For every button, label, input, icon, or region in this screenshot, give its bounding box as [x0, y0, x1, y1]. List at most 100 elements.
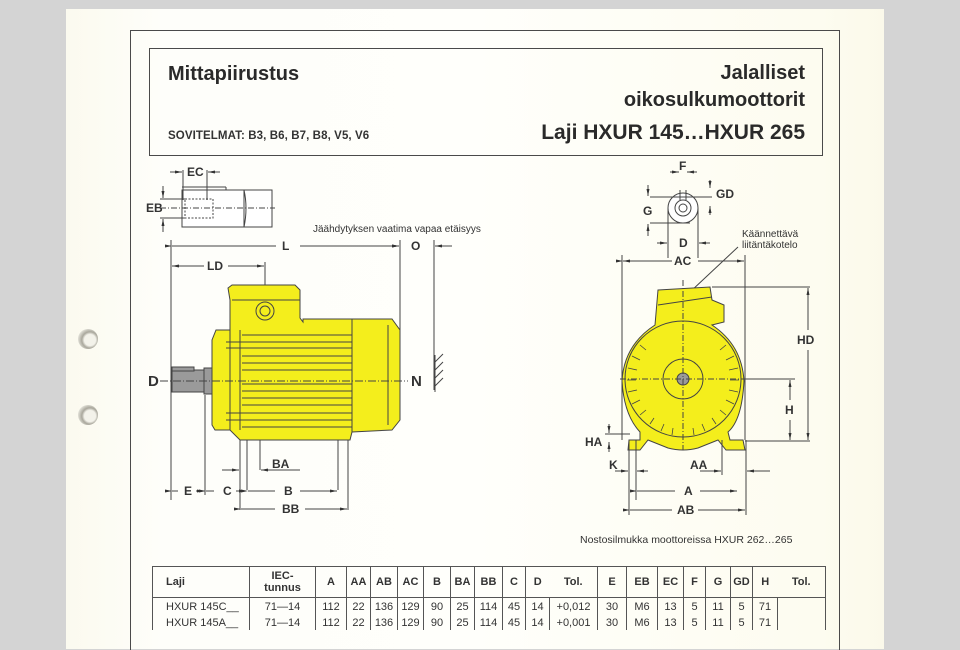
cell-h-tol — [777, 614, 826, 630]
cell-d-tol: +0,001 — [549, 614, 598, 630]
dim-label-d-end: D — [679, 236, 688, 250]
col-header-d-tol: Tol. — [549, 566, 598, 598]
cell-h: 71 — [752, 614, 778, 630]
drawing-frame — [130, 30, 840, 650]
mountings-label: SOVITELMAT: B3, B6, B7, B8, V5, V6 — [168, 130, 370, 142]
cell-h: 71 — [752, 597, 778, 614]
cell-bb: 114 — [474, 597, 503, 614]
cell-d: 14 — [525, 597, 550, 614]
table-header-row: Laji IEC-tunnus A AA AB AC B BA BB C D T… — [152, 566, 826, 598]
cell-d-tol: +0,012 — [549, 597, 598, 614]
dimension-drawing — [160, 170, 810, 515]
cell-a: 112 — [315, 614, 347, 630]
cell-ec: 13 — [657, 597, 684, 614]
dim-label-ab: AB — [677, 503, 695, 517]
punch-hole-icon — [78, 329, 98, 349]
cell-ba: 25 — [450, 597, 475, 614]
cell-eb: M6 — [626, 597, 658, 614]
cell-c: 45 — [502, 614, 526, 630]
cell-d: 14 — [525, 614, 550, 630]
title-block: Mittapiirustus SOVITELMAT: B3, B6, B7, B… — [149, 48, 823, 156]
cell-h-tol — [777, 597, 826, 614]
table-row: HXUR 145A__ 71—14 112 22 136 129 90 25 1… — [152, 614, 826, 630]
cell-laji: HXUR 145A__ — [152, 614, 250, 630]
cell-e: 30 — [597, 597, 627, 614]
dim-label-h: H — [785, 403, 794, 417]
cell-iec: 71—14 — [249, 614, 316, 630]
col-header-b: B — [423, 566, 451, 598]
col-header-d: D — [525, 566, 550, 598]
dim-label-k: K — [609, 458, 618, 472]
cooling-clearance-note: Jäähdytyksen vaatima vapaa etäisyys — [313, 224, 481, 235]
col-header-iec-line1: IEC- — [271, 569, 294, 582]
cell-c: 45 — [502, 597, 526, 614]
dim-label-g: G — [643, 204, 653, 218]
col-header-laji: Laji — [152, 566, 250, 598]
dim-label-ha: HA — [585, 435, 603, 449]
col-header-h: H — [752, 566, 778, 598]
cell-gd: 5 — [730, 597, 753, 614]
dim-label-f: F — [679, 159, 687, 173]
col-header-ac: AC — [397, 566, 424, 598]
col-header-eb: EB — [626, 566, 658, 598]
col-header-aa: AA — [346, 566, 371, 598]
cell-ac: 129 — [397, 597, 424, 614]
col-header-ab: AB — [370, 566, 398, 598]
cell-ac: 129 — [397, 614, 424, 630]
dim-label-bb: BB — [282, 502, 300, 516]
cell-b: 90 — [423, 614, 451, 630]
dim-label-l: L — [282, 239, 290, 253]
cell-g: 11 — [705, 597, 731, 614]
document-page — [66, 9, 884, 649]
cell-aa: 22 — [346, 597, 371, 614]
motor-end-view — [620, 280, 746, 451]
dim-label-gd: GD — [716, 187, 734, 201]
col-header-iec: IEC-tunnus — [249, 566, 316, 598]
dim-label-e: E — [184, 484, 193, 498]
cell-g: 11 — [705, 614, 731, 630]
cell-bb: 114 — [474, 614, 503, 630]
type-range: Laji HXUR 145…HXUR 265 — [541, 121, 805, 144]
col-header-e: E — [597, 566, 627, 598]
cell-b: 90 — [423, 597, 451, 614]
dim-label-ld: LD — [207, 259, 223, 273]
cell-f: 5 — [683, 614, 706, 630]
cell-f: 5 — [683, 597, 706, 614]
motor-side-view — [160, 284, 444, 510]
cell-a: 112 — [315, 597, 347, 614]
col-header-ba: BA — [450, 566, 475, 598]
dimension-table: Laji IEC-tunnus A AA AB AC B BA BB C D T… — [152, 566, 826, 630]
dim-label-aa: AA — [690, 458, 708, 472]
dim-label-ba: BA — [272, 457, 290, 471]
cell-laji: HXUR 145C__ — [152, 597, 250, 614]
drive-end-label-d: D — [148, 373, 159, 390]
cell-gd: 5 — [730, 614, 753, 630]
terminal-box-note-1: Käännettävä — [742, 229, 799, 240]
terminal-box-note-2: liitäntäkotelo — [742, 240, 798, 251]
shaft-end-detail — [160, 170, 275, 232]
document-title: Mittapiirustus — [168, 63, 300, 85]
cell-eb: M6 — [626, 614, 658, 630]
dim-label-ec: EC — [187, 165, 204, 179]
dim-label-hd: HD — [797, 333, 815, 347]
cell-aa: 22 — [346, 614, 371, 630]
cell-iec: 71—14 — [249, 597, 316, 614]
cell-ab: 136 — [370, 597, 398, 614]
shaft-cross-section — [646, 170, 712, 258]
punch-hole-icon — [78, 405, 98, 425]
subtitle-line-2: oikosulkumoottorit — [623, 89, 805, 111]
dim-label-a: A — [684, 484, 693, 498]
dim-label-eb: EB — [146, 201, 163, 215]
col-header-a: A — [315, 566, 347, 598]
dim-label-b: B — [284, 484, 293, 498]
table-row: HXUR 145C__ 71—14 112 22 136 129 90 25 1… — [152, 597, 826, 614]
lifting-eye-note: Nostosilmukka moottoreissa HXUR 262…265 — [580, 534, 793, 546]
cell-ec: 13 — [657, 614, 684, 630]
non-drive-end-label-n: N — [411, 373, 422, 390]
col-header-g: G — [705, 566, 731, 598]
cell-e: 30 — [597, 614, 627, 630]
col-header-c: C — [502, 566, 526, 598]
col-header-bb: BB — [474, 566, 503, 598]
subtitle-line-1: Jalalliset — [720, 62, 805, 84]
cell-ba: 25 — [450, 614, 475, 630]
